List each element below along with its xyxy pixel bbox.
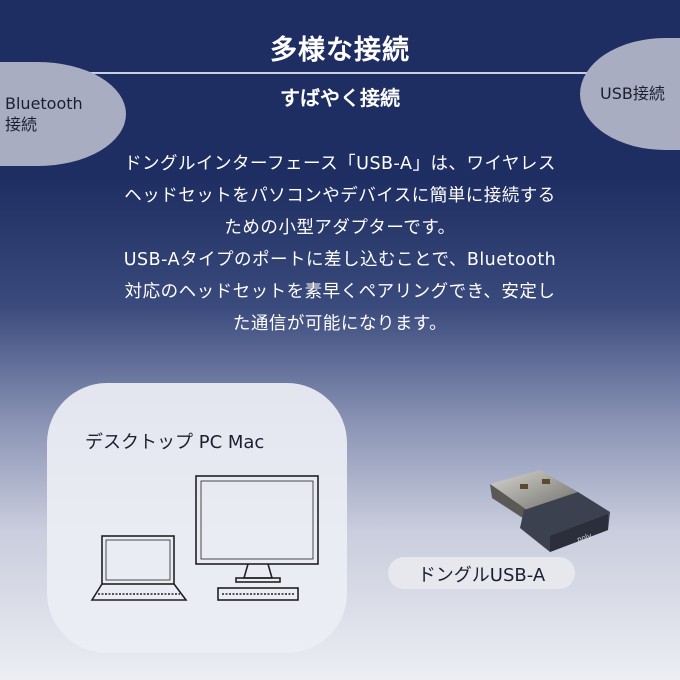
description-line: た通信が可能になります。: [232, 314, 448, 334]
usb-label: USB接続: [600, 84, 665, 103]
subtitle: すばやく接続: [280, 86, 400, 110]
laptop-desktop-icon: [90, 475, 319, 601]
usb-dongle-image: poly: [490, 470, 610, 552]
description-line: ヘッドセットをパソコンやデバイスに簡単に接続する: [124, 186, 556, 206]
bluetooth-label: Bluetooth 接続: [5, 94, 83, 134]
devices-label: デスクトップ PC Mac: [85, 432, 265, 453]
dongle-label-pill: [388, 557, 575, 589]
dongle-label: ドングルUSB-A: [417, 565, 546, 586]
description-line: USB-Aタイプのポートに差し込むことで、Bluetooth: [123, 250, 557, 270]
page-title: 多様な接続: [270, 35, 410, 66]
devices-card: [47, 383, 347, 653]
description-line: ドングルインターフェース「USB-A」は、ワイヤレス: [124, 154, 556, 174]
divider: [0, 72, 680, 74]
description-line: ための小型アダプターです。: [224, 218, 456, 238]
description-line: 対応のヘッドセットを素早くペアリングでき、安定し: [124, 282, 556, 302]
description: ドングルインターフェース「USB-A」は、ワイヤレス ヘッドセットをパソコンやデ…: [60, 148, 620, 340]
